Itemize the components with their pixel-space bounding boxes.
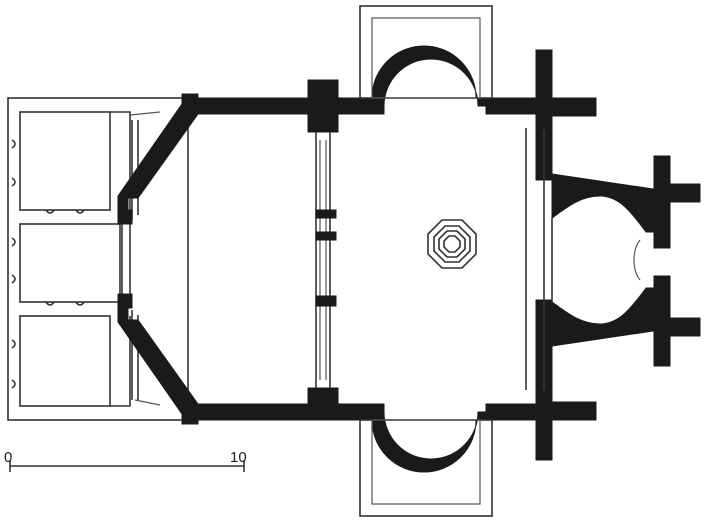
west-partition-south	[110, 316, 131, 407]
west-door-jambs	[11, 139, 16, 389]
octagon-pier-north	[117, 209, 133, 225]
screen-pier-north	[307, 79, 339, 133]
screen-pier-south	[307, 387, 339, 421]
octagon-wall-south	[117, 307, 311, 421]
west-entrance-jambs	[121, 224, 131, 294]
nave-screen	[307, 79, 339, 421]
scale-label-start: 0	[4, 449, 12, 466]
sanctuary-wall-south	[551, 287, 661, 347]
octagon-corner-nw	[181, 93, 199, 109]
font-ring-1	[427, 219, 477, 269]
west-room-south	[19, 315, 111, 407]
north-apse-wall	[337, 45, 539, 115]
scale-bar: 0 10	[4, 449, 247, 472]
south-porch-inner	[371, 419, 481, 505]
east-terminal-arm-north	[653, 183, 701, 203]
east-end	[535, 49, 701, 461]
east-terminal-arm-south	[653, 317, 701, 337]
scale-bar-line	[9, 460, 245, 472]
central-bay	[337, 5, 539, 517]
octagon-corner-sw	[181, 409, 199, 425]
screen-post-3	[315, 295, 337, 307]
font-ring-4	[443, 235, 461, 253]
font-ring-2	[433, 225, 471, 263]
apse-curve	[633, 239, 641, 281]
nave-west-octagon	[117, 93, 311, 425]
font-ring-3	[438, 230, 466, 258]
south-apse-wall	[337, 403, 539, 473]
sanctuary-threshold	[543, 130, 553, 390]
west-room-middle	[19, 223, 121, 303]
north-porch-inner	[371, 17, 481, 99]
west-step-lines	[129, 111, 161, 406]
west-inner-door-jambs	[45, 209, 85, 306]
octagon-pier-south	[117, 293, 133, 309]
screen-line-inner	[319, 140, 327, 380]
east-pier-south-arm	[535, 401, 597, 421]
octagonal-font	[427, 219, 477, 269]
screen-post-2	[315, 231, 337, 241]
west-annex-outer-wall	[7, 97, 189, 421]
sanctuary-wall-north	[551, 173, 661, 233]
octagon-wall-north	[117, 97, 311, 211]
screen-post-1	[315, 209, 337, 219]
west-annex	[7, 97, 189, 421]
east-pier-north-arm	[535, 97, 597, 117]
screen-line-outer	[315, 132, 331, 388]
scale-label-end: 10	[230, 449, 247, 466]
west-room-north	[19, 111, 111, 211]
west-partition-north	[110, 111, 131, 210]
